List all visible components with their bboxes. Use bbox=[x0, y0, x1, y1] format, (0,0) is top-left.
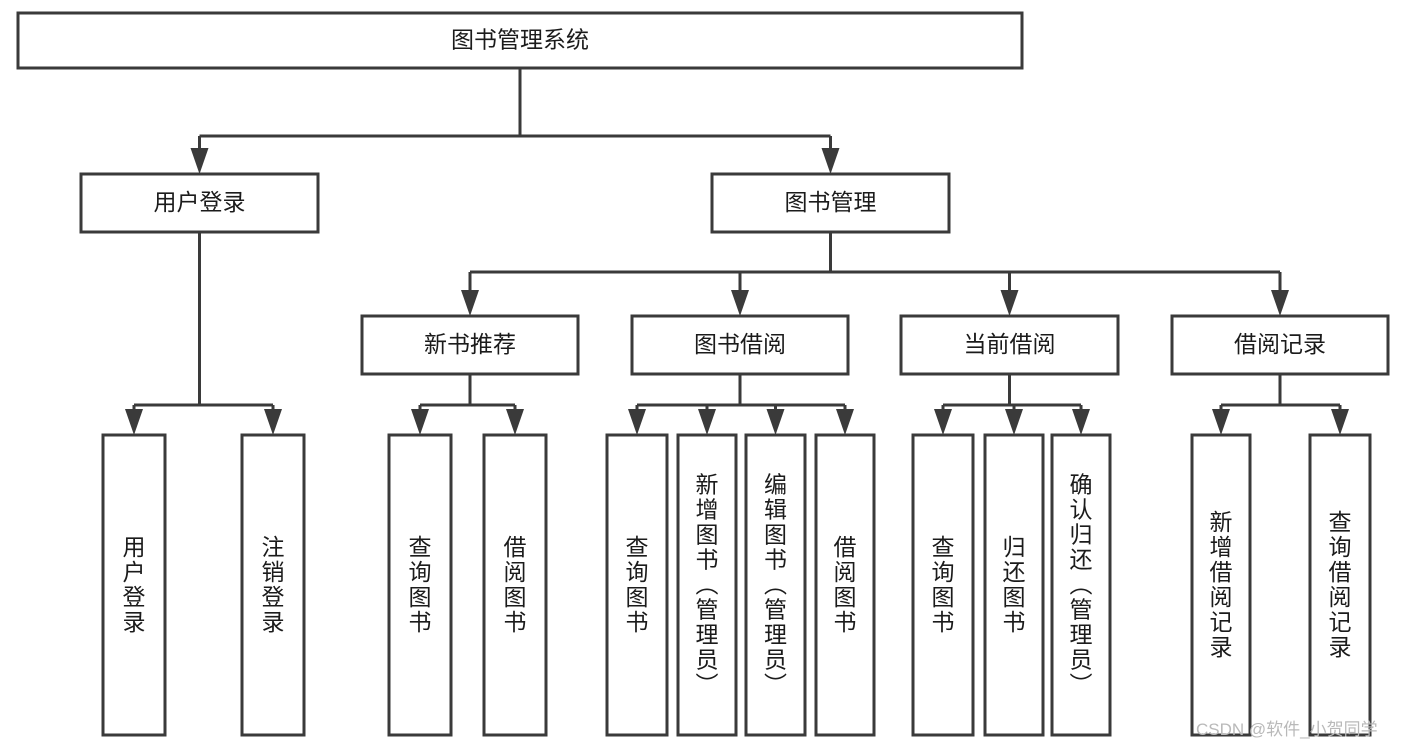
node-leaf-query-record[interactable]: 查询借阅记录 bbox=[1308, 433, 1372, 737]
node-layer: 用户登录注销登录查询图书借阅图书查询图书新增图书︵管理员︶编辑图书︵管理员︶借阅… bbox=[16, 11, 1390, 737]
node-box bbox=[911, 433, 975, 737]
node-label: 图书管理 bbox=[785, 189, 877, 215]
node-box bbox=[16, 11, 1024, 70]
node-label: 借阅图书 bbox=[504, 534, 527, 635]
node-label: 查询图书 bbox=[932, 534, 955, 635]
node-label: 借阅记录 bbox=[1234, 331, 1326, 357]
arrow-head-icon bbox=[628, 409, 646, 435]
arrow-head-icon bbox=[836, 409, 854, 435]
node-box bbox=[482, 433, 548, 737]
node-label: 新书推荐 bbox=[424, 331, 516, 357]
node-box bbox=[79, 172, 320, 234]
node-leaf-confirm-return[interactable]: 确认归还︵管理员︶ bbox=[1050, 433, 1112, 737]
node-leaf-borrow-book-2[interactable]: 借阅图书 bbox=[814, 433, 876, 737]
node-box bbox=[101, 433, 167, 737]
node-leaf-return-book[interactable]: 归还图书 bbox=[983, 433, 1045, 737]
arrow-head-icon bbox=[506, 409, 524, 435]
node-box bbox=[814, 433, 876, 737]
node-box bbox=[1190, 433, 1252, 737]
node-book-borrow[interactable]: 图书借阅 bbox=[630, 314, 850, 376]
node-leaf-query-book-3[interactable]: 查询图书 bbox=[911, 433, 975, 737]
node-leaf-add-record[interactable]: 新增借阅记录 bbox=[1190, 433, 1252, 737]
watermark-text: CSDN @软件_小贺同学 bbox=[1196, 720, 1378, 739]
arrow-head-icon bbox=[934, 409, 952, 435]
node-current-borrow[interactable]: 当前借阅 bbox=[899, 314, 1120, 376]
node-label: 用户登录 bbox=[123, 534, 146, 635]
node-box bbox=[1050, 433, 1112, 737]
arrow-head-icon bbox=[125, 409, 143, 435]
node-label: 新增借阅记录 bbox=[1210, 509, 1233, 660]
arrow-head-icon bbox=[1000, 290, 1019, 316]
edge-layer bbox=[125, 68, 1349, 435]
node-leaf-query-book-2[interactable]: 查询图书 bbox=[605, 433, 669, 737]
arrow-head-icon bbox=[731, 290, 749, 316]
arrow-head-icon bbox=[1212, 409, 1230, 435]
node-box bbox=[605, 433, 669, 737]
node-box bbox=[676, 433, 738, 737]
node-leaf-query-book-1[interactable]: 查询图书 bbox=[387, 433, 453, 737]
arrow-head-icon bbox=[461, 290, 479, 316]
node-box bbox=[360, 314, 580, 376]
arrow-head-icon bbox=[821, 148, 840, 174]
arrow-head-icon bbox=[264, 409, 282, 435]
node-box bbox=[1170, 314, 1390, 376]
node-root[interactable]: 图书管理系统 bbox=[16, 11, 1024, 70]
node-label: 确认归还︵管理员︶ bbox=[1070, 472, 1093, 698]
node-label: 编辑图书︵管理员︶ bbox=[764, 472, 787, 698]
node-box bbox=[983, 433, 1045, 737]
node-label: 查询借阅记录 bbox=[1329, 509, 1352, 660]
node-leaf-user-login[interactable]: 用户登录 bbox=[101, 433, 167, 737]
node-box bbox=[899, 314, 1120, 376]
arrow-head-icon bbox=[1271, 290, 1289, 316]
node-leaf-borrow-book-1[interactable]: 借阅图书 bbox=[482, 433, 548, 737]
node-label: 图书借阅 bbox=[694, 331, 786, 357]
node-label: 借阅图书 bbox=[834, 534, 857, 635]
node-borrow-record[interactable]: 借阅记录 bbox=[1170, 314, 1390, 376]
node-label: 新增图书︵管理员︶ bbox=[696, 472, 719, 698]
node-label: 归还图书 bbox=[1003, 534, 1026, 635]
node-label: 图书管理系统 bbox=[451, 27, 589, 53]
node-leaf-edit-book[interactable]: 编辑图书︵管理员︶ bbox=[744, 433, 807, 737]
node-label: 用户登录 bbox=[154, 189, 246, 215]
node-book-manage[interactable]: 图书管理 bbox=[710, 172, 951, 234]
node-label: 注销登录 bbox=[262, 534, 285, 635]
node-new-book-rec[interactable]: 新书推荐 bbox=[360, 314, 580, 376]
node-box bbox=[630, 314, 850, 376]
arrow-head-icon bbox=[698, 409, 716, 435]
arrow-head-icon bbox=[766, 409, 785, 435]
node-box bbox=[744, 433, 807, 737]
node-user-login[interactable]: 用户登录 bbox=[79, 172, 320, 234]
node-box bbox=[240, 433, 306, 737]
node-leaf-add-book[interactable]: 新增图书︵管理员︶ bbox=[676, 433, 738, 737]
node-box bbox=[387, 433, 453, 737]
node-label: 查询图书 bbox=[626, 534, 649, 635]
node-box bbox=[710, 172, 951, 234]
arrow-head-icon bbox=[1331, 409, 1349, 435]
arrow-head-icon bbox=[190, 148, 209, 174]
node-leaf-logout[interactable]: 注销登录 bbox=[240, 433, 306, 737]
arrow-head-icon bbox=[1005, 409, 1023, 435]
arrow-head-icon bbox=[411, 409, 429, 435]
arrow-head-icon bbox=[1072, 409, 1090, 435]
node-label: 当前借阅 bbox=[964, 331, 1056, 357]
node-box bbox=[1308, 433, 1372, 737]
node-label: 查询图书 bbox=[409, 534, 432, 635]
